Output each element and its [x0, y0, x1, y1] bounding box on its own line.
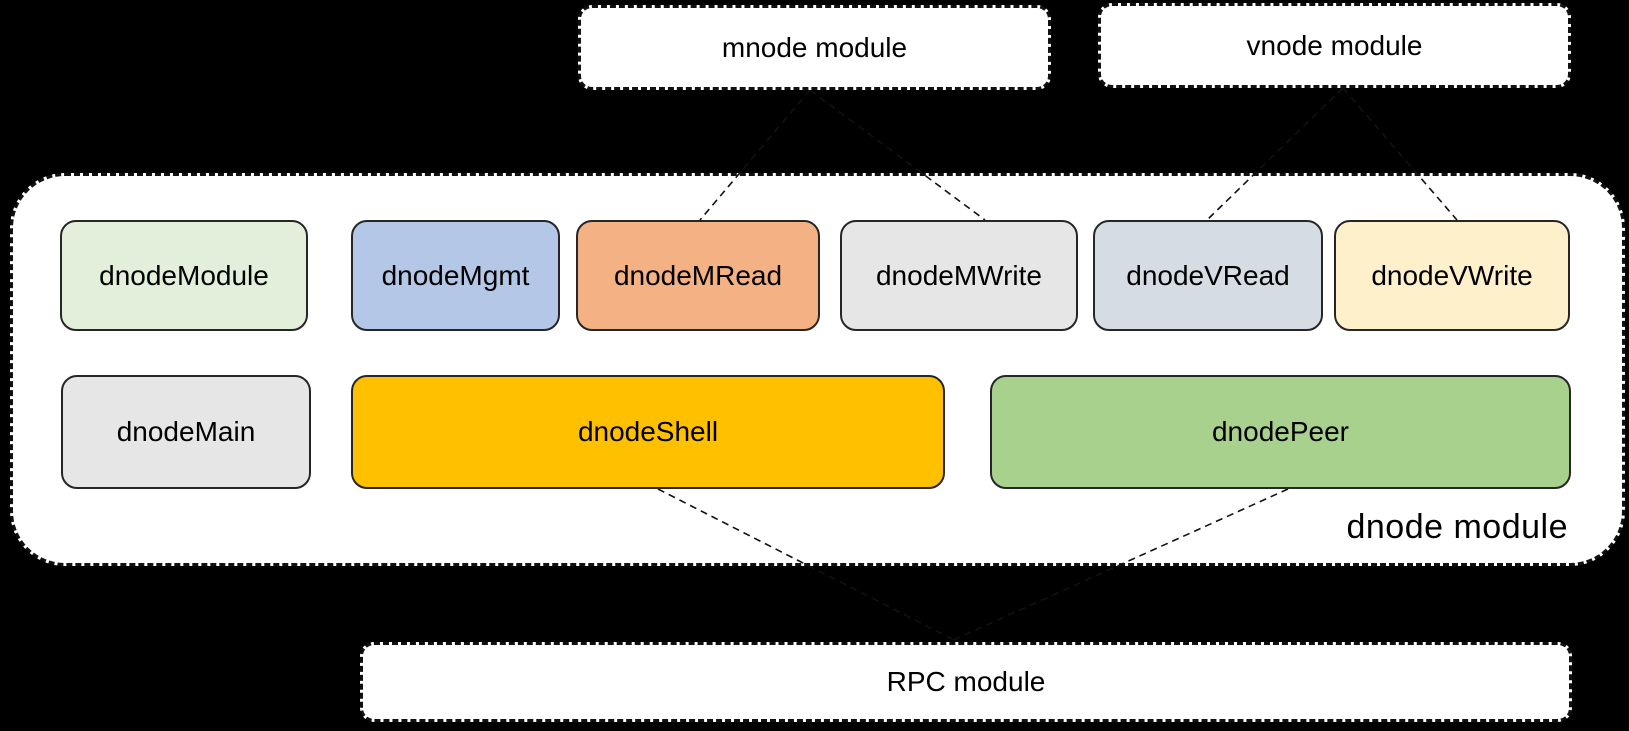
node-label: dnodeMgmt	[381, 259, 530, 291]
vnode-module-box: vnode module	[1098, 3, 1571, 88]
node-dnodeMain: dnodeMain	[61, 375, 311, 489]
mnode-module-label: mnode module	[721, 31, 908, 63]
rpc-module-label: RPC module	[886, 666, 1046, 697]
node-label: dnodeMWrite	[875, 259, 1042, 291]
node-label: dnodeVRead	[1126, 259, 1290, 291]
node-label: dnodeModule	[99, 259, 269, 291]
node-label: dnodeVWrite	[1371, 259, 1533, 291]
node-dnodeMRead: dnodeMRead	[576, 220, 820, 331]
node-dnodePeer: dnodePeer	[990, 375, 1571, 489]
rpc-module-box: RPC module	[360, 642, 1572, 722]
vnode-module-label: vnode module	[1246, 29, 1423, 61]
node-label: dnodeShell	[577, 416, 719, 447]
node-label: dnodeMRead	[613, 259, 783, 291]
node-dnodeVWrite: dnodeVWrite	[1334, 220, 1570, 331]
node-dnodeMWrite: dnodeMWrite	[840, 220, 1078, 331]
node-dnodeMgmt: dnodeMgmt	[351, 220, 560, 331]
node-dnodeModule: dnodeModule	[60, 220, 308, 331]
node-dnodeVRead: dnodeVRead	[1093, 220, 1323, 331]
dnode-container-label: dnode module	[1346, 508, 1568, 546]
node-dnodeShell: dnodeShell	[351, 375, 945, 489]
node-label: dnodeMain	[116, 416, 256, 447]
node-label: dnodePeer	[1211, 416, 1349, 447]
mnode-module-box: mnode module	[578, 5, 1051, 90]
